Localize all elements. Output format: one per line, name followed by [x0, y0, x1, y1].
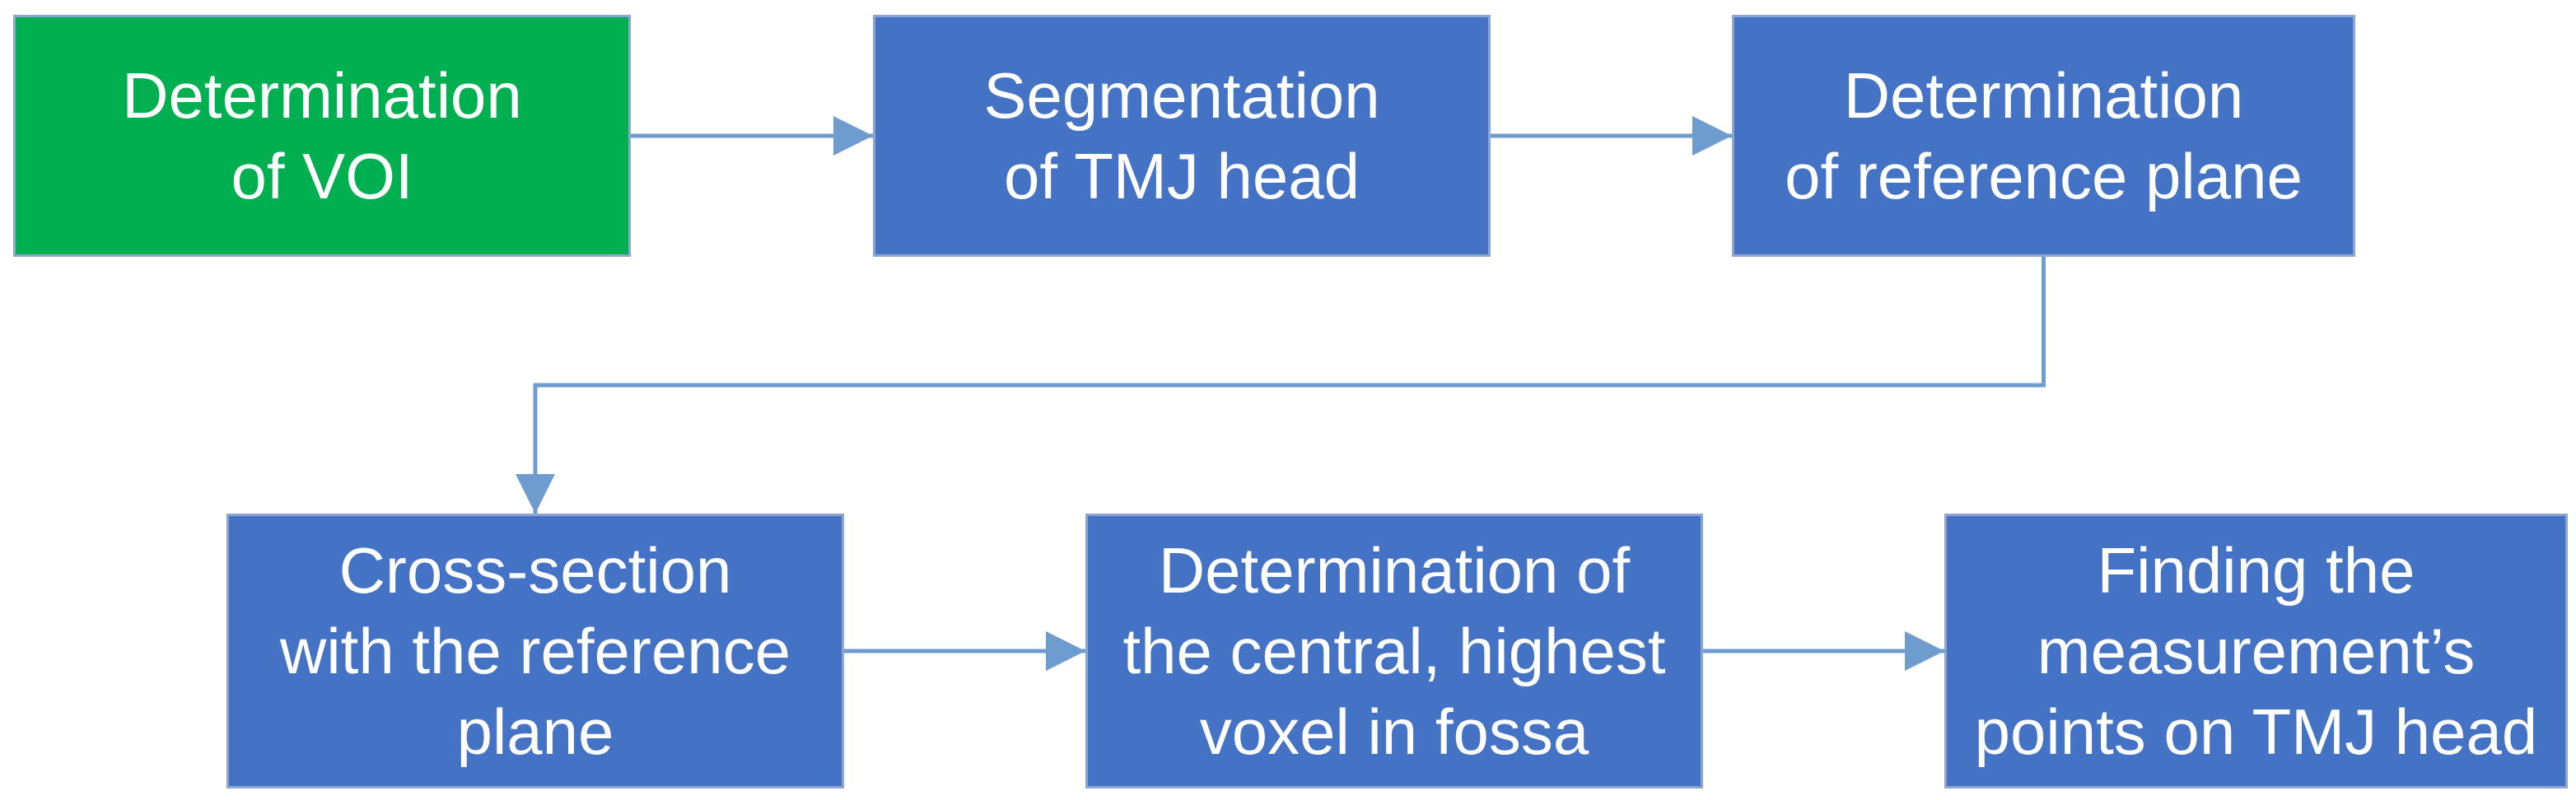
node-label: Determination of reference plane [1785, 59, 2303, 212]
node-label: Determination of VOI [122, 59, 522, 212]
node-segmentation-of-tmj-head: Segmentation of TMJ head [873, 15, 1491, 257]
connector-n3-n4 [516, 257, 2046, 514]
node-label: Segmentation of TMJ head [983, 59, 1380, 212]
node-label: Determination of the central, highest vo… [1122, 534, 1666, 768]
node-label: Cross-section with the reference plane [279, 534, 791, 768]
node-determination-of-central-highest-voxel: Determination of the central, highest vo… [1085, 514, 1703, 788]
node-determination-of-reference-plane: Determination of reference plane [1732, 15, 2355, 257]
node-cross-section-with-reference-plane: Cross-section with the reference plane [226, 514, 844, 788]
node-determination-of-voi: Determination of VOI [13, 15, 631, 257]
node-finding-measurement-points: Finding the measurement’s points on TMJ … [1944, 514, 2568, 788]
node-label: Finding the measurement’s points on TMJ … [1974, 534, 2538, 768]
